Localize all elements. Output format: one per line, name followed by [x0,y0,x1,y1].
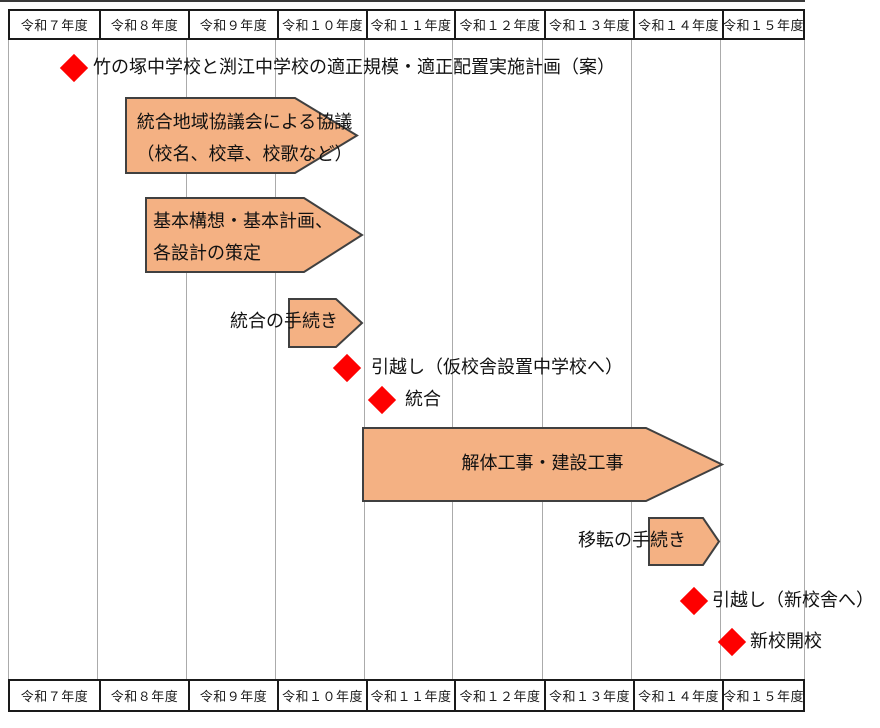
milestone-label: 竹の塚中学校と渕江中学校の適正規模・適正配置実施計画（案） [93,57,615,78]
year-footer-cell: 令和１４年度 [633,681,722,710]
milestone-diamond-icon [717,627,747,657]
year-header-cell: 令和１２年度 [454,11,544,38]
grid-line [8,40,9,679]
task-arrow-shape [125,97,359,174]
year-header-cell: 令和１４年度 [633,11,722,38]
milestone-diamond-icon [367,385,397,415]
task-label-line: 基本構想・基本計画、 [153,211,333,232]
task-label: 移転の手続き [578,530,686,551]
task-label-line: 統合地域協議会による協議 [136,112,353,133]
task-bar-council [125,97,359,174]
milestone-label: 引越し（新校舎へ） [712,590,874,611]
task-label: 基本構想・基本計画、 各設計の策定 [153,206,368,270]
year-footer-row: 令和７年度 令和８年度 令和９年度 令和１０年度 令和１１年度 令和１２年度 令… [8,679,805,712]
year-header-cell: 令和８年度 [99,11,188,38]
grid-line [364,40,365,679]
task-arrow-shape [145,197,364,273]
year-footer-cell: 令和１５年度 [722,681,803,710]
task-bar-merge-procedure [288,298,364,348]
task-arrow-shape [648,517,721,566]
task-bar-basic-plan [145,197,364,273]
task-arrow-shape [362,427,725,502]
task-arrow-shape [288,298,364,348]
task-bar-relocation-procedure [648,517,721,566]
milestone-label: 引越し（仮校舎設置中学校へ） [371,357,623,378]
year-header-cell: 令和９年度 [188,11,277,38]
task-label-line: （校名、校章、校歌など） [136,144,353,165]
grid-line [631,40,632,679]
task-label: 統合地域協議会による協議 （校名、校章、校歌など） [122,107,367,171]
milestone-diamond-icon [679,586,709,616]
grid-line [804,40,805,679]
task-label-line: 各設計の策定 [153,243,261,264]
milestone-diamond-icon [332,353,362,383]
grid-line [186,40,187,679]
milestone-diamond-icon [59,53,89,83]
grid-line [97,40,98,679]
year-header-cell: 令和１０年度 [277,11,366,38]
grid-line [720,40,721,679]
task-label: 統合の手続き [230,311,338,332]
year-footer-cell: 令和１３年度 [544,681,633,710]
year-footer-cell: 令和１２年度 [454,681,544,710]
year-footer-cell: 令和１０年度 [277,681,366,710]
milestone-label: 新校開校 [750,631,822,652]
year-footer-cell: 令和７年度 [20,690,89,705]
year-header-cell: 令和１３年度 [544,11,633,38]
task-bar-construction [362,427,725,502]
chart-top-border [0,0,805,2]
year-header-cell: 令和１５年度 [722,11,803,38]
year-header-row: 令和７年度 令和８年度 令和９年度 令和１０年度 令和１１年度 令和１２年度 令… [8,9,805,40]
milestone-label: 統合 [405,389,441,410]
grid-line [542,40,543,679]
year-header-cell: 令和１１年度 [366,11,454,38]
year-footer-cell: 令和９年度 [188,681,277,710]
grid-line [275,40,276,679]
year-footer-cell: 令和１１年度 [366,681,454,710]
year-footer-cell: 令和８年度 [99,681,188,710]
grid-line [452,40,453,679]
task-label: 解体工事・建設工事 [461,453,624,474]
year-header-cell: 令和７年度 [20,19,89,34]
